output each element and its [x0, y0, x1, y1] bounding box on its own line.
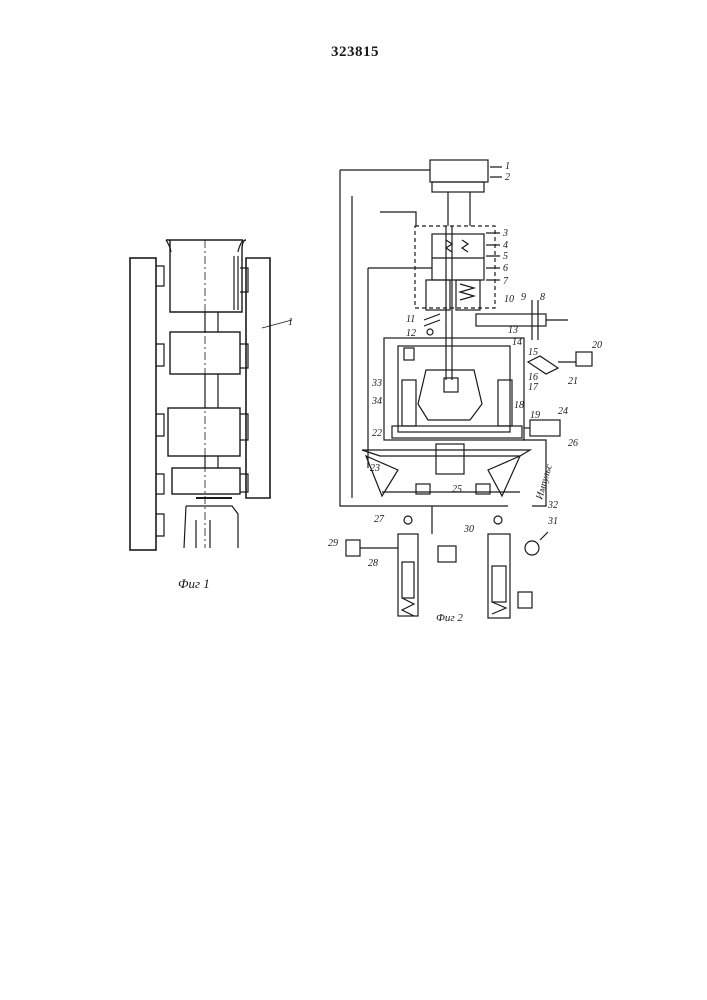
fig2-label-28: 28 — [368, 558, 378, 569]
fig2-label-25: 25 — [452, 484, 462, 495]
fig2-label-26: 26 — [568, 438, 578, 449]
fig2-label-2: 2 — [505, 172, 510, 183]
fig2-label-27: 27 — [374, 514, 385, 525]
fig2-label-1: 1 — [505, 161, 510, 172]
fig2-label-31: 31 — [547, 516, 558, 527]
fig2-label-4: 4 — [503, 240, 508, 251]
fig2-label-8: 8 — [540, 292, 545, 303]
fig2-label-15: 15 — [528, 347, 538, 358]
fig2-label-5: 5 — [503, 251, 508, 262]
fig2-label-9: 9 — [521, 292, 526, 303]
fig2-label-30: 30 — [463, 524, 474, 535]
fig1-drawing — [130, 240, 292, 550]
fig2-label-20: 20 — [592, 340, 602, 351]
fig2-label-12: 12 — [406, 328, 416, 339]
fig2-label-10: 10 — [504, 294, 514, 305]
fig2-label-23: 23 — [370, 463, 380, 474]
fig2-label-7: 7 — [503, 276, 509, 287]
fig2-label-19: 19 — [530, 410, 540, 421]
fig2-drawing — [340, 160, 592, 618]
fig2-label-24: 24 — [558, 406, 568, 417]
fig2-label-11: 11 — [406, 314, 415, 325]
fig2-label-29: 29 — [328, 538, 338, 549]
fig1-label-1: 1 — [288, 317, 293, 328]
fig2-label-32: 32 — [547, 500, 558, 511]
fig2-label-6: 6 — [503, 263, 508, 274]
fig2-caption: Фиг 2 — [436, 612, 463, 624]
fig2-impulse-label: Импульс — [534, 463, 555, 502]
fig2-label-21: 21 — [568, 376, 578, 387]
fig2-label-22: 22 — [372, 428, 382, 439]
fig2-label-34: 34 — [371, 396, 382, 407]
fig2-label-18: 18 — [514, 400, 524, 411]
fig2-label-3: 3 — [502, 228, 508, 239]
fig2-label-33: 33 — [371, 378, 382, 389]
fig2-label-14: 14 — [512, 337, 522, 348]
fig1-caption: Фиг 1 — [178, 576, 210, 592]
fig2-label-17: 17 — [528, 382, 539, 393]
fig2-label-13: 13 — [508, 325, 518, 336]
